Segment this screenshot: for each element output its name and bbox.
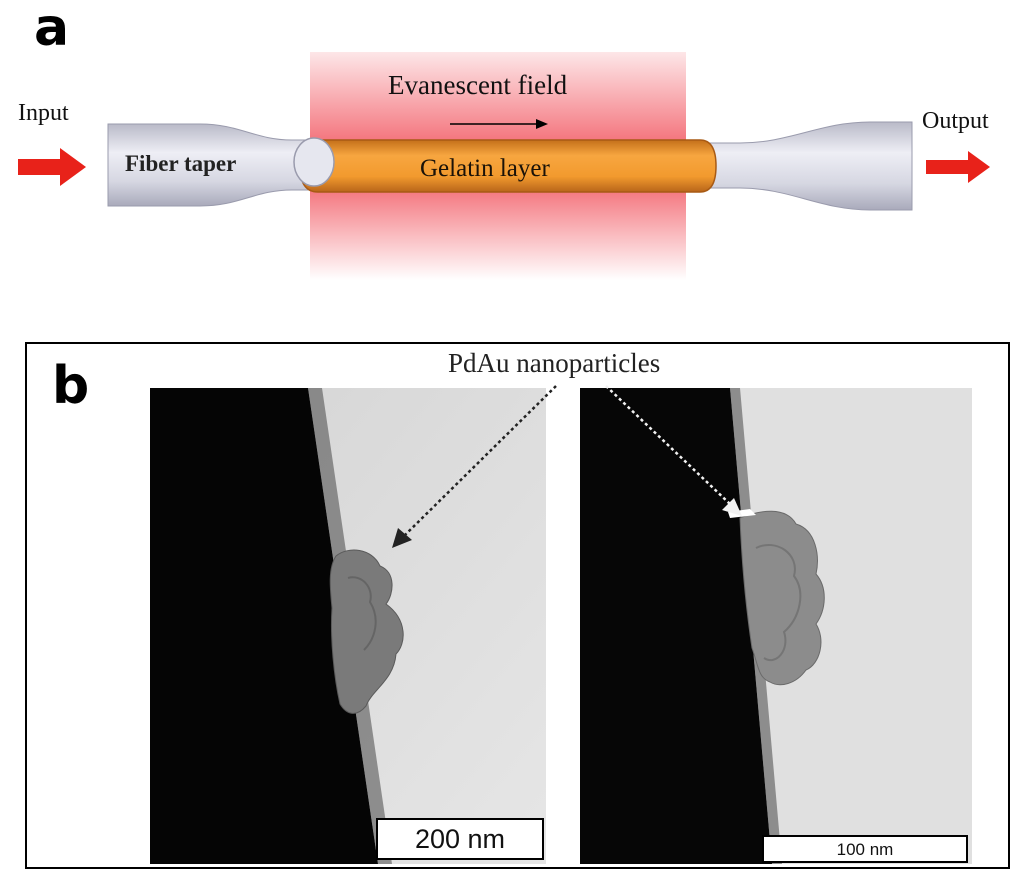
output-arrow-icon [926, 151, 990, 183]
fiber-taper-right [689, 121, 913, 211]
scale-bar-right: 100 nm [762, 835, 968, 863]
panel-b-letter: b [52, 356, 90, 416]
input-arrow-icon [18, 148, 86, 186]
evanescent-field-label: Evanescent field [388, 70, 568, 100]
pdau-nanoparticle-right [739, 510, 825, 686]
fiber-taper-label: Fiber taper [125, 151, 237, 176]
fiber-taper-schematic [18, 52, 990, 280]
gelatin-layer-label: Gelatin layer [420, 155, 550, 182]
propagation-arrow [450, 119, 548, 129]
scale-bar-left: 200 nm [376, 818, 544, 860]
nanoparticles-callout-label: PdAu nanoparticles [446, 348, 663, 379]
panel-a-letter: a [34, 0, 70, 58]
fiber-end-cap [293, 137, 335, 187]
pdau-nanoparticle-left [329, 549, 404, 714]
tem-image-left: 200 nm [150, 388, 546, 864]
tem-image-right: 100 nm [580, 388, 972, 864]
output-label: Output [922, 108, 989, 134]
input-label: Input [18, 100, 69, 126]
